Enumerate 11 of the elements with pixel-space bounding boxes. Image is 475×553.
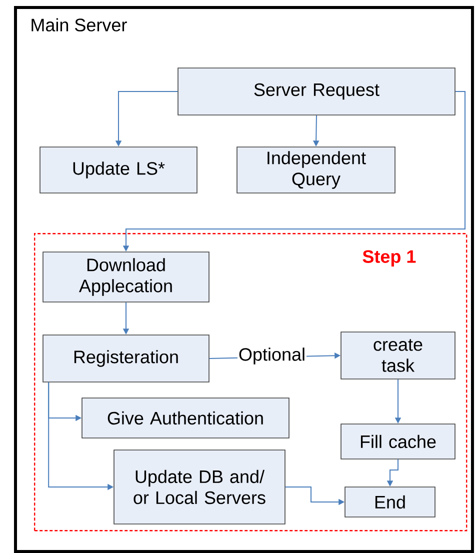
process-box: Update DB and/ or Local Servers	[114, 450, 286, 524]
process-box: Update LS*	[40, 146, 198, 194]
process-box: Give Authentication	[82, 398, 290, 438]
process-box: Independent Query	[236, 146, 396, 194]
process-box: End	[344, 486, 436, 518]
edge-label: Optional	[237, 346, 307, 366]
process-box: Download Applecation	[42, 252, 210, 302]
process-box: Server Request	[178, 68, 456, 116]
process-box: Registeration	[42, 334, 210, 382]
process-box: Fill cache	[340, 424, 456, 460]
process-box: create task	[340, 332, 456, 380]
